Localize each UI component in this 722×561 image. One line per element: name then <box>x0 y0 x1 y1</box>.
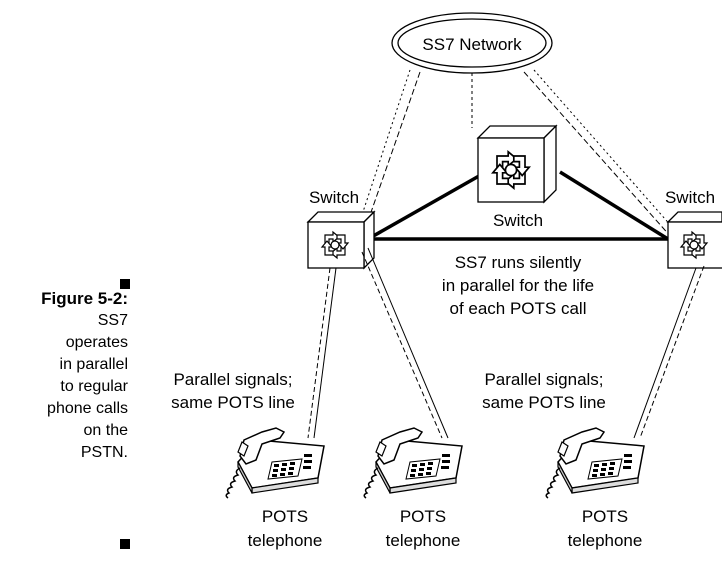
note-line: of each POTS call <box>449 299 586 318</box>
switch-left-label: Switch <box>309 188 359 207</box>
caption-bottom-bar <box>120 539 130 549</box>
caption-line: PSTN. <box>80 444 128 461</box>
caption-line: to regular <box>60 378 128 395</box>
pots-lines <box>307 247 705 439</box>
parallel-right-line: same POTS line <box>482 393 606 412</box>
caption-top-bar <box>120 279 130 289</box>
switch-left: Switch <box>306 188 376 270</box>
note-line: SS7 runs silently <box>455 253 582 272</box>
parallel-label-right: Parallel signals; same POTS line <box>482 370 606 412</box>
parallel-left-line: same POTS line <box>171 393 295 412</box>
caption-line: on the <box>83 422 128 439</box>
caption-line: phone calls <box>47 400 128 417</box>
signaling-links <box>354 69 681 239</box>
switch-center-label: Switch <box>493 211 543 230</box>
ss7-network-label: SS7 Network <box>422 35 522 54</box>
telephone-1: POTS telephone <box>225 427 325 550</box>
telephone-label: POTS <box>582 507 628 526</box>
switch-center: Switch <box>476 124 558 230</box>
telephone-icon <box>363 427 463 499</box>
telephone-label: telephone <box>248 531 323 550</box>
telephone-label: POTS <box>400 507 446 526</box>
switch-right-label: Switch <box>665 188 715 207</box>
ss7-network-node: SS7 Network <box>391 12 553 74</box>
parallel-right-line: Parallel signals; <box>484 370 603 389</box>
telephone-icon <box>225 427 325 499</box>
parallel-left-line: Parallel signals; <box>173 370 292 389</box>
note-line: in parallel for the life <box>442 276 594 295</box>
figure-label: Figure 5-2: <box>41 289 128 308</box>
telephone-label: telephone <box>568 531 643 550</box>
telephone-icon <box>545 427 645 499</box>
telephone-2: POTS telephone <box>363 427 463 550</box>
telephone-label: telephone <box>386 531 461 550</box>
telephone-label: POTS <box>262 507 308 526</box>
caption-line: in parallel <box>59 356 128 373</box>
center-note: SS7 runs silently in parallel for the li… <box>442 253 594 318</box>
telephone-3: POTS telephone <box>545 427 645 550</box>
switch-right: Switch <box>665 188 722 269</box>
trunk-lines <box>367 170 669 241</box>
caption-line: operates <box>65 334 128 351</box>
parallel-label-left: Parallel signals; same POTS line <box>171 370 295 412</box>
caption-line: SS7 <box>97 312 128 329</box>
